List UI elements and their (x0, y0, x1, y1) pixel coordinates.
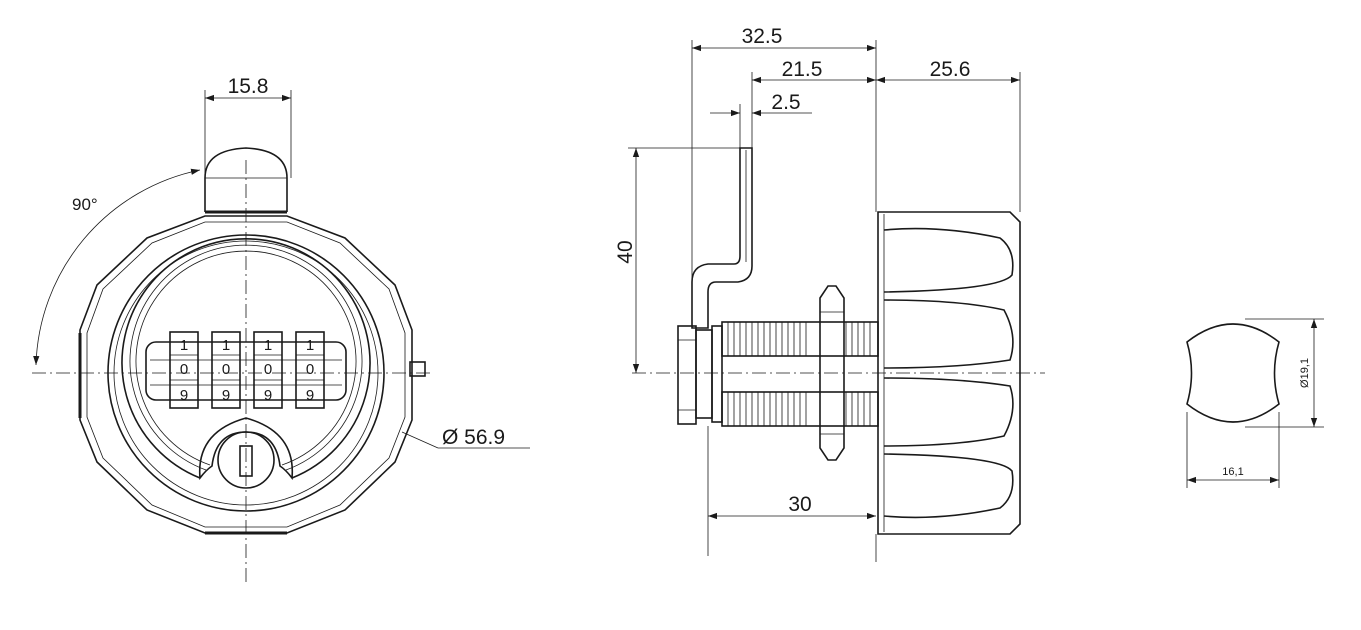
dial-window (145, 341, 347, 401)
dial-digit: 1 (264, 337, 272, 354)
horseshoe-ring (121, 238, 371, 479)
dial-digit: 1 (180, 337, 188, 354)
dim-label: 25.6 (930, 58, 971, 81)
dim-label: 15.8 (228, 75, 269, 98)
dial-digit: 9 (222, 387, 230, 404)
dim-label: 21.5 (782, 58, 823, 81)
dim-label: 30 (788, 493, 811, 516)
dim-label: Ø 56.9 (442, 426, 505, 449)
dial-digit: 9 (264, 387, 272, 404)
dim-label: 90° (72, 195, 98, 214)
threaded-shank (721, 321, 879, 427)
dial-wheel[interactable]: 1 0 9 (295, 331, 325, 409)
dim-label: Ø19,1 (1299, 358, 1311, 388)
dial-digit: 9 (306, 387, 314, 404)
key-slot (239, 445, 253, 477)
dim-label: 32.5 (742, 25, 783, 48)
knob-body (877, 211, 1021, 535)
cam-plate (677, 325, 697, 425)
dial-digit: 1 (306, 337, 314, 354)
dial-digit: 0 (306, 361, 314, 378)
section-view: Ø19,1 16,1 (1186, 318, 1324, 488)
dial-wheel[interactable]: 1 0 9 (169, 331, 199, 409)
keyhole-surround (198, 417, 294, 481)
key-cylinder (217, 431, 275, 489)
dial-digit: 0 (264, 361, 272, 378)
dial-wheel[interactable]: 1 0 9 (253, 331, 283, 409)
dim-label: 40 (614, 240, 637, 263)
hex-nut (819, 285, 845, 461)
top-handle (204, 147, 288, 212)
dial-digit: 0 (180, 361, 188, 378)
inner-ring (107, 234, 385, 512)
dial-digit: 1 (222, 337, 230, 354)
dial-wheel[interactable]: 1 0 9 (211, 331, 241, 409)
dim-section-diameter: Ø19,1 (1245, 318, 1324, 428)
dim-knob-depth: 25.6 (876, 58, 1021, 212)
dim-section-flat: 16,1 (1186, 412, 1280, 488)
cam-arm (691, 147, 753, 329)
dial-wheels: 1 0 9 1 0 9 1 0 9 (169, 331, 325, 409)
dim-front-diameter: Ø 56.9 (401, 426, 530, 449)
dial-digit: 0 (222, 361, 230, 378)
dim-thread-length: 30 (707, 426, 877, 562)
front-view: 1 0 9 1 0 9 1 0 9 (32, 75, 530, 585)
side-view: 32.5 21.5 25.6 2.5 40 (614, 25, 1045, 562)
dim-cam-thickness: 2.5 (710, 91, 812, 148)
dim-cam-height: 40 (614, 147, 740, 373)
dim-front-width: 15.8 (204, 75, 292, 178)
dim-overall-depth: 32.5 (691, 25, 877, 282)
dim-label: 2.5 (771, 91, 800, 114)
dial-digit: 9 (180, 387, 188, 404)
right-tab (409, 361, 426, 377)
dim-label: 16,1 (1222, 466, 1243, 478)
dim-rotation-angle: 90° (33, 168, 201, 366)
shaft-section (1186, 323, 1280, 423)
